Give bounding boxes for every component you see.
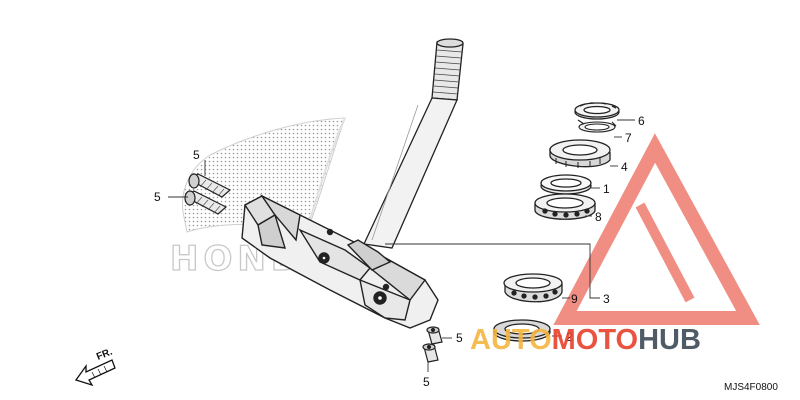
- bearing-9: [503, 273, 563, 303]
- bearing-8: [534, 193, 596, 220]
- diagram-code: MJS4F0800: [724, 382, 778, 393]
- watermark-moto: MOTO: [552, 324, 638, 356]
- pinch-bolt-upper: [188, 173, 232, 198]
- front-direction-arrow: FR.: [74, 346, 116, 387]
- callout-3: 3: [603, 292, 610, 306]
- callout-4: 4: [621, 160, 628, 174]
- adjusting-nut-4: [549, 139, 611, 168]
- dust-seal-2: [493, 319, 551, 342]
- callout-2: 2: [566, 330, 573, 344]
- lock-washer-7: [577, 119, 617, 133]
- pinch-bolt-lower: [184, 190, 228, 215]
- small-bolt-lower: [422, 343, 439, 363]
- svg-text:AUTOMOTOHUB: AUTOMOTOHUB: [470, 324, 701, 356]
- arrow-icon: [74, 359, 116, 387]
- bearing-race-1: [540, 174, 592, 195]
- watermark-hub: HUB: [638, 324, 701, 356]
- callout-1: 1: [603, 182, 610, 196]
- steering-stem: [363, 38, 464, 249]
- callout-labels: 5 5 5 5 6 7 4 1 8 9 3 2: [154, 114, 645, 389]
- watermark-auto: AUTO: [470, 324, 552, 356]
- callout-5-bolt-left: 5: [154, 190, 161, 204]
- automotohub-watermark-text: AUTOMOTOHUB: [470, 324, 701, 356]
- callout-5-bolt-top: 5: [193, 148, 200, 162]
- callout-8: 8: [595, 210, 602, 224]
- bottom-bridge: [241, 194, 439, 329]
- callout-6: 6: [638, 114, 645, 128]
- callout-5-bolt-right: 5: [456, 331, 463, 345]
- callout-5-bolt-bottom: 5: [423, 375, 430, 389]
- lock-nut-6: [574, 102, 620, 120]
- leader-lines: [168, 119, 635, 372]
- automotohub-triangle-watermark: [553, 133, 760, 325]
- small-bolt-upper: [426, 326, 443, 345]
- callout-7: 7: [625, 131, 632, 145]
- callout-9: 9: [571, 292, 578, 306]
